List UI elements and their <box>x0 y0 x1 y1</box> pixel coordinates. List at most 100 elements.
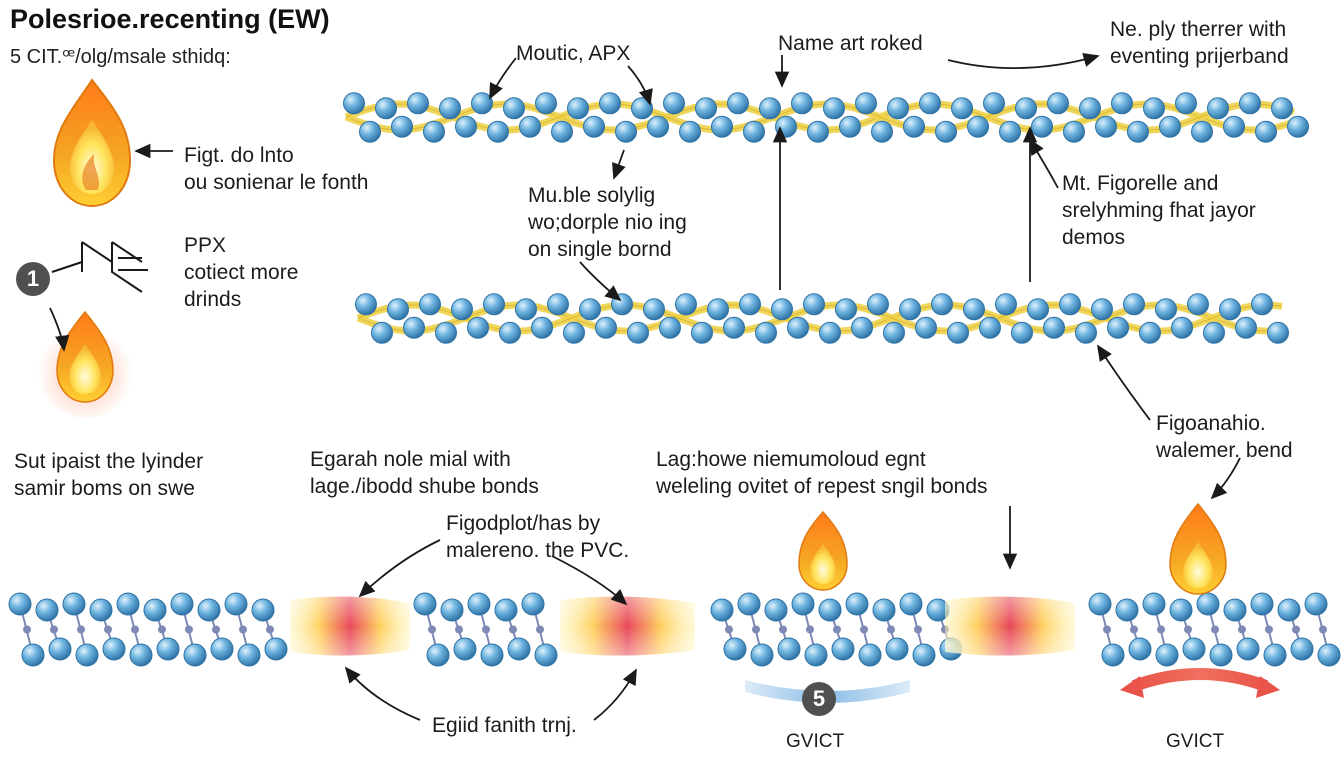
label-egiid: Egiid fanith trnj. <box>432 714 577 737</box>
monomer-bead <box>775 115 797 138</box>
monomer-bead <box>62 592 86 616</box>
monomer-bead <box>387 298 409 321</box>
monomer-bead <box>855 92 877 115</box>
monomer-bead <box>1063 120 1085 143</box>
monomer-bead <box>102 637 126 661</box>
label-mt-figore: Mt. Figorelle and srelyhming fhat jayor … <box>1062 172 1256 249</box>
monomer-bead <box>1127 120 1149 143</box>
monomer-bead <box>858 643 882 667</box>
monomer-bead <box>519 115 541 138</box>
monomer-bead <box>727 92 749 115</box>
monomer-bead <box>1091 298 1113 321</box>
monomer-bead <box>426 643 450 667</box>
monomer-bead <box>659 316 681 339</box>
monomer-bead <box>35 598 59 622</box>
monomer-bead <box>611 293 633 316</box>
monomer-bead <box>615 120 637 143</box>
monomer-bead <box>899 592 923 616</box>
heat-zones <box>290 596 1075 656</box>
page-title: Polesrioe.recenting (EW) <box>10 4 330 34</box>
monomer-bead <box>791 92 813 115</box>
polymer-chain-middle <box>355 293 1289 344</box>
monomer-bead <box>883 321 905 344</box>
monomer-bead <box>1088 592 1112 616</box>
monomer-bead <box>819 321 841 344</box>
polymer-chain-top <box>343 92 1309 143</box>
monomer-bead <box>1155 298 1177 321</box>
monomer-bead <box>995 293 1017 316</box>
monomer-bead <box>599 92 621 115</box>
monomer-bead <box>264 637 288 661</box>
monomer-bead <box>563 321 585 344</box>
label-ppx: PPX cotiect more drinds <box>184 234 299 311</box>
monomer-bead <box>1059 293 1081 316</box>
monomer-bead <box>912 643 936 667</box>
monomer-bead <box>1139 321 1161 344</box>
monomer-bead <box>21 643 45 667</box>
monomer-bead <box>1304 592 1328 616</box>
monomer-bead <box>467 592 491 616</box>
monomer-bead <box>759 97 781 120</box>
monomer-bead <box>1011 321 1033 344</box>
monomer-bead <box>723 637 747 661</box>
monomer-bead <box>737 592 761 616</box>
monomer-bead <box>803 293 825 316</box>
monomer-bead <box>963 298 985 321</box>
monomer-bead <box>1101 643 1125 667</box>
monomer-bead <box>1107 316 1129 339</box>
monomer-bead <box>1143 97 1165 120</box>
monomer-bead <box>931 293 953 316</box>
monomer-bead <box>440 598 464 622</box>
monomer-bead <box>499 321 521 344</box>
monomer-bead <box>691 321 713 344</box>
monomer-bead <box>1236 637 1260 661</box>
label-figodplot: Figodplot/has by malereno. the PVC. <box>446 512 630 562</box>
monomer-bead <box>1223 598 1247 622</box>
monomer-bead <box>170 592 194 616</box>
monomer-bead <box>885 637 909 661</box>
monomer-bead <box>1123 293 1145 316</box>
monomer-bead <box>1250 592 1274 616</box>
label-egarah: Egarah nole mial with lage./ibodd shube … <box>310 448 539 498</box>
monomer-bead <box>1187 293 1209 316</box>
monomer-bead <box>887 97 909 120</box>
monomer-bead <box>1075 321 1097 344</box>
monomer-bead <box>1031 115 1053 138</box>
flame-glow-icon <box>37 310 133 418</box>
monomer-bead <box>391 115 413 138</box>
monomer-bead <box>723 316 745 339</box>
monomer-bead <box>1196 592 1220 616</box>
monomer-bead <box>1128 637 1152 661</box>
monomer-bead <box>197 598 221 622</box>
monomer-bead <box>1079 97 1101 120</box>
monomer-bead <box>1043 316 1065 339</box>
monomer-bead <box>224 592 248 616</box>
monomer-bead <box>1159 115 1181 138</box>
monomer-bead <box>1182 637 1206 661</box>
monomer-bead <box>823 97 845 120</box>
monomer-bead <box>1317 643 1341 667</box>
monomer-bead <box>851 316 873 339</box>
monomer-bead <box>663 92 685 115</box>
monomer-bead <box>771 298 793 321</box>
monomer-bead <box>951 97 973 120</box>
monomer-bead <box>551 120 573 143</box>
monomer-bead <box>531 316 553 339</box>
monomer-bead <box>1263 643 1287 667</box>
monomer-bead <box>467 316 489 339</box>
monomer-bead <box>831 637 855 661</box>
monomer-bead <box>791 592 815 616</box>
monomer-bead <box>1175 92 1197 115</box>
monomer-bead <box>1219 298 1241 321</box>
label-figoanahio: Figoanahio. walemer. bend <box>1156 412 1293 462</box>
monomer-bead <box>435 321 457 344</box>
monomer-bead <box>710 598 734 622</box>
monomer-bead <box>1277 598 1301 622</box>
monomer-bead <box>535 92 557 115</box>
monomer-bead <box>48 637 72 661</box>
monomer-bead <box>872 598 896 622</box>
monomer-bead <box>595 316 617 339</box>
monomer-bead <box>983 92 1005 115</box>
monomer-bead <box>764 598 788 622</box>
